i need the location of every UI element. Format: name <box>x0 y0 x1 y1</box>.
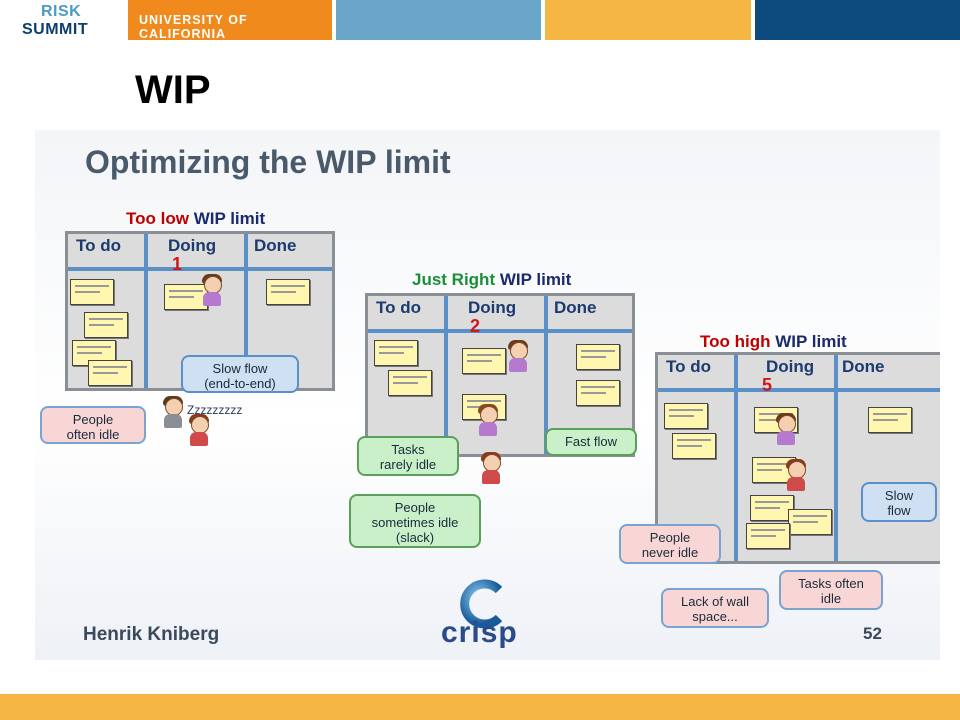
task-card <box>868 407 912 433</box>
column-todo: To do <box>376 298 421 317</box>
figure-page-number: 52 <box>863 624 882 643</box>
person-icon <box>187 414 211 446</box>
crisp-logo-icon <box>460 579 503 629</box>
column-divider <box>544 296 548 454</box>
lack-of-wall-space-bubble: Lack of wall space... <box>661 588 769 628</box>
task-card <box>462 348 506 374</box>
wip-figure: Optimizing the WIP limit Too low WIP lim… <box>35 130 940 660</box>
task-card <box>576 344 620 370</box>
people-often-idle-bubble: People often idle <box>40 406 146 444</box>
banner-segment-blue <box>336 0 541 40</box>
task-card <box>388 370 432 396</box>
wip-limit-number: 1 <box>172 254 183 274</box>
task-card <box>88 360 132 386</box>
person-icon <box>476 404 500 436</box>
task-card <box>164 284 208 310</box>
people-sometimes-idle-bubble: People sometimes idle (slack) <box>349 494 481 548</box>
tasks-rarely-idle-bubble: Tasks rarely idle <box>357 436 459 476</box>
wip-limit-number: 5 <box>762 375 773 395</box>
task-card <box>664 403 708 429</box>
task-card <box>788 509 832 535</box>
figure-title: Optimizing the WIP limit <box>85 144 451 180</box>
kanban-board-3: To do Doing Done 5 <box>655 352 940 564</box>
column-doing: Doing <box>468 298 517 317</box>
header-divider <box>368 329 632 333</box>
university-banner: UNIVERSITY OF CALIFORNIA <box>128 0 332 41</box>
slow-flow-bubble-2: Slow flow <box>861 482 937 522</box>
column-doing: Doing <box>168 236 217 255</box>
sleeping-text: Zzzzzzzzz <box>187 403 243 417</box>
column-divider <box>244 234 248 388</box>
board-2-label: Just Right WIP limit <box>412 270 572 289</box>
people-never-idle-bubble: People never idle <box>619 524 721 564</box>
crisp-brand: crisp <box>441 616 518 649</box>
kanban-board-1: To do Doing Done 1 <box>65 231 335 391</box>
person-icon <box>479 452 503 484</box>
person-icon <box>506 340 530 372</box>
kanban-board-2: To do Doing Done 2 <box>365 293 635 457</box>
column-todo: To do <box>666 357 711 376</box>
person-icon <box>200 274 224 306</box>
logo-line-1: RISK <box>41 3 82 20</box>
bottom-banner <box>0 694 960 720</box>
wip-limit-number: 2 <box>470 316 481 336</box>
sleeping-person-icon <box>161 396 185 428</box>
task-card <box>746 523 790 549</box>
column-todo: To do <box>76 236 121 255</box>
risk-summit-logo: RISK SUMMIT <box>0 0 128 40</box>
column-doing: Doing <box>766 357 815 376</box>
fast-flow-bubble: Fast flow <box>545 428 637 456</box>
column-divider <box>734 355 738 561</box>
column-done: Done <box>554 298 597 317</box>
banner-segment-navy <box>755 0 960 40</box>
column-done: Done <box>842 357 885 376</box>
author-name: Henrik Kniberg <box>83 624 220 645</box>
person-icon <box>774 413 798 445</box>
slide-title: WIP <box>135 68 211 112</box>
person-icon <box>784 459 808 491</box>
column-divider <box>444 296 448 454</box>
logo-line-2: SUMMIT <box>22 21 89 38</box>
header-divider <box>68 267 332 271</box>
column-done: Done <box>254 236 297 255</box>
task-card <box>576 380 620 406</box>
board-3-label: Too high WIP limit <box>700 332 847 351</box>
slow-flow-bubble: Slow flow (end-to-end) <box>181 355 299 393</box>
column-divider <box>834 355 838 561</box>
banner-segment-yellow <box>545 0 751 40</box>
university-name: UNIVERSITY OF CALIFORNIA <box>139 13 248 41</box>
column-divider <box>144 234 148 388</box>
tasks-often-idle-bubble: Tasks often idle <box>779 570 883 610</box>
task-card <box>70 279 114 305</box>
top-banner: RISK SUMMIT UNIVERSITY OF CALIFORNIA <box>0 0 960 41</box>
task-card <box>374 340 418 366</box>
task-card <box>672 433 716 459</box>
task-card <box>750 495 794 521</box>
board-1-label: Too low WIP limit <box>126 209 266 228</box>
task-card <box>266 279 310 305</box>
header-divider <box>658 388 940 392</box>
task-card <box>84 312 128 338</box>
